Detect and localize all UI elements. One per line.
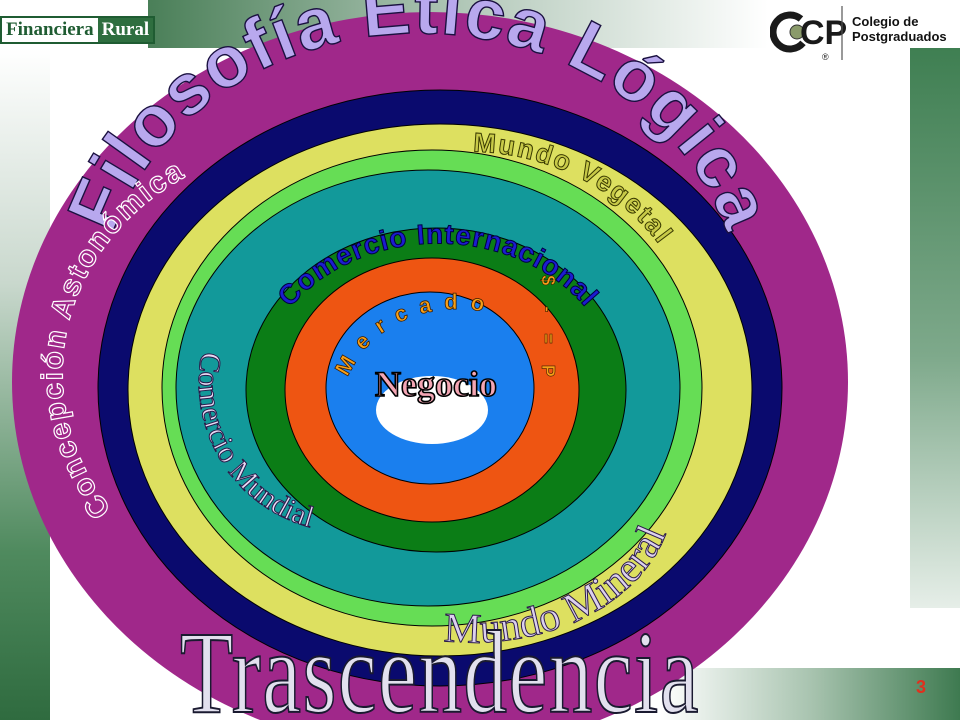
colegio-line1: Colegio de xyxy=(852,14,919,29)
page-number: 3 xyxy=(915,677,926,697)
cp-seal-icon xyxy=(789,24,805,40)
logo-financiera-text: Financiera xyxy=(2,18,98,42)
colegio-line2: Postgraduados xyxy=(852,29,947,44)
cp-registered: ® xyxy=(822,52,829,62)
label-negocio: Negocio xyxy=(375,364,497,404)
bottom-decor-bar xyxy=(660,668,960,720)
label-pair-mark: $ - = P xyxy=(538,275,558,385)
center-white xyxy=(376,376,488,444)
right-decor-bar xyxy=(910,48,960,608)
label-trascendencia: Trascendencia xyxy=(180,607,700,720)
logo-rural-text: Rural xyxy=(97,18,154,42)
financiera-rural-logo: Financiera Rural xyxy=(0,16,156,44)
cp-mark-text: CP xyxy=(800,14,847,52)
colegio-text: Colegio de Postgraduados xyxy=(852,14,947,44)
colegio-postgraduados-logo: CP ® xyxy=(770,6,847,62)
